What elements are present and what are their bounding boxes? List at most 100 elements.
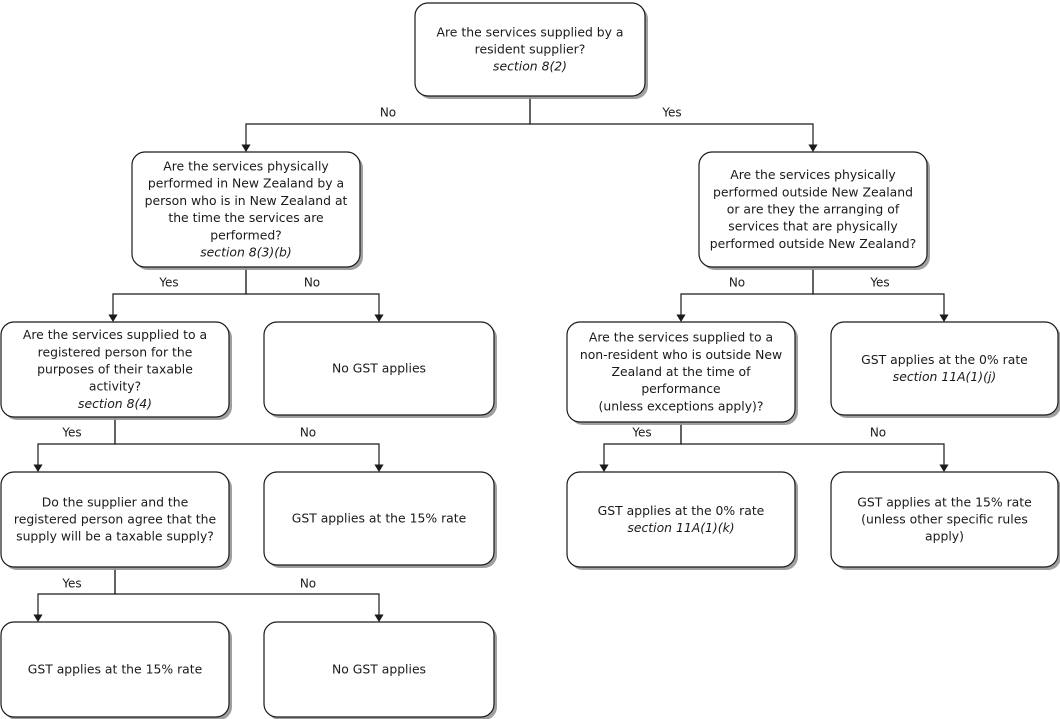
question-performed-outside-new-zealand-box[interactable]: [698, 151, 928, 268]
edge-registered-person-no-label: No: [300, 426, 316, 440]
result-zero-rate-section-11a1k-box[interactable]: [566, 471, 796, 568]
result-no-gst-applies-upper-box[interactable]: [263, 321, 495, 416]
edge-performed-outside-nz-no-line: [680, 267, 814, 316]
result-fifteen-percent-rate-other-rules[interactable]: GST applies at the 15% rate(unless other…: [830, 471, 1060, 570]
question-agree-taxable-supply-line-2: supply will be a taxable supply?: [16, 528, 214, 543]
result-no-gst-applies-upper-line-0: No GST applies: [332, 360, 426, 375]
edge-agree-taxable-supply-yes: Yes: [33, 567, 116, 622]
question-performed-in-new-zealand-text: Are the services physically performed in …: [145, 158, 348, 259]
result-fifteen-percent-rate-middle[interactable]: GST applies at the 15% rate: [263, 471, 497, 568]
question-supplied-to-non-resident-line-3: performance: [641, 381, 720, 396]
result-no-gst-applies-upper-text: No GST applies: [332, 360, 426, 375]
edge-agree-taxable-supply-no-arrowhead: [374, 614, 384, 622]
result-zero-rate-section-11a1j-box[interactable]: [830, 321, 1059, 416]
result-zero-rate-section-11a1j-line-1: section 11A(1)(j): [893, 369, 996, 384]
edge-non-resident-yes-arrowhead: [599, 464, 609, 472]
result-zero-rate-section-11a1j[interactable]: GST applies at the 0% rate section 11A(1)…: [830, 321, 1060, 418]
result-fifteen-percent-rate-other-rules-line-0: GST applies at the 15% rate: [857, 494, 1032, 509]
result-fifteen-percent-rate-bottom-box[interactable]: [0, 621, 230, 718]
question-performed-in-new-zealand-box[interactable]: [131, 151, 361, 268]
question-performed-outside-new-zealand-text: Are the services physically performed out…: [710, 167, 917, 251]
result-no-gst-applies-bottom-box[interactable]: [263, 621, 495, 718]
result-fifteen-percent-rate-middle-text: GST applies at the 15% rate: [292, 510, 467, 525]
edge-non-resident-no-line: [680, 422, 945, 466]
edge-resident-supplier-no-arrowhead: [241, 144, 251, 152]
edge-registered-person-no-arrowhead: [374, 464, 384, 472]
edge-resident-supplier-no-line: [245, 96, 531, 146]
result-zero-rate-section-11a1k[interactable]: GST applies at the 0% rate section 11A(1)…: [566, 471, 798, 570]
question-resident-supplier-line-1: resident supplier?: [475, 41, 586, 56]
question-supplied-to-non-resident-line-2: Zealand at the time of: [612, 364, 752, 379]
edge-registered-person-no: No: [114, 417, 384, 472]
question-resident-supplier[interactable]: Are the services supplied by a resident s…: [414, 2, 648, 99]
edge-registered-person-no-line: [114, 417, 380, 466]
result-zero-rate-section-11a1k-text: GST applies at the 0% rate section 11A(1)…: [598, 502, 765, 534]
result-fifteen-percent-rate-other-rules-text: GST applies at the 15% rate(unless other…: [857, 494, 1032, 543]
question-performed-in-new-zealand-line-4: performed?: [210, 227, 282, 242]
question-performed-in-new-zealand-line-0: Are the services physically: [163, 158, 328, 173]
edge-registered-person-yes-label: Yes: [61, 426, 81, 440]
question-agree-taxable-supply-line-0: Do the supplier and the: [42, 494, 189, 509]
edge-agree-taxable-supply-no: No: [114, 567, 384, 622]
result-fifteen-percent-rate-other-rules-box[interactable]: [830, 471, 1059, 568]
result-fifteen-percent-rate-bottom-line-0: GST applies at the 15% rate: [28, 661, 203, 676]
result-fifteen-percent-rate-bottom[interactable]: GST applies at the 15% rate: [0, 621, 232, 719]
question-agree-taxable-supply-box[interactable]: [0, 471, 230, 568]
question-performed-outside-new-zealand-line-0: Are the services physically: [730, 167, 895, 182]
question-resident-supplier-line-0: Are the services supplied by a: [437, 24, 624, 39]
question-agree-taxable-supply-line-1: registered person agree that the: [14, 511, 216, 526]
result-fifteen-percent-rate-middle-line-0: GST applies at the 15% rate: [292, 510, 467, 525]
result-fifteen-percent-rate-middle-box[interactable]: [263, 471, 495, 566]
question-performed-outside-new-zealand-line-1: performed outside New Zealand: [713, 184, 913, 199]
question-performed-in-new-zealand-line-3: the time the services are: [168, 210, 323, 225]
edge-non-resident-no-arrowhead: [939, 464, 949, 472]
question-supplied-to-registered-person-box[interactable]: [0, 321, 230, 418]
edge-registered-person-yes-arrowhead: [33, 464, 43, 472]
edge-non-resident-yes: Yes: [599, 422, 682, 472]
edge-performed-in-nz-no-label: No: [304, 276, 320, 290]
edge-resident-supplier-yes-line: [529, 96, 814, 146]
edge-performed-in-nz-no-arrowhead: [374, 314, 384, 322]
question-performed-in-new-zealand[interactable]: Are the services physically performed in …: [131, 151, 363, 270]
edge-resident-supplier-no: No: [241, 96, 531, 152]
edge-agree-taxable-supply-no-label: No: [300, 577, 316, 591]
question-resident-supplier-box[interactable]: [414, 2, 646, 97]
edge-performed-outside-nz-yes-label: Yes: [869, 276, 889, 290]
question-supplied-to-registered-person-line-1: registered person for the: [38, 344, 193, 359]
question-supplied-to-registered-person-line-3: activity?: [89, 378, 141, 393]
question-resident-supplier-text: Are the services supplied by a resident s…: [437, 24, 624, 73]
question-supplied-to-non-resident-line-4: (unless exceptions apply)?: [599, 398, 764, 413]
question-performed-in-new-zealand-line-1: performed in New Zealand by a: [148, 175, 344, 190]
edge-resident-supplier-yes-arrowhead: [808, 144, 818, 152]
result-no-gst-applies-bottom-text: No GST applies: [332, 661, 426, 676]
edge-agree-taxable-supply-yes-line: [37, 567, 116, 616]
question-performed-outside-new-zealand[interactable]: Are the services physically performed out…: [698, 151, 930, 270]
edge-resident-supplier-no-label: No: [380, 106, 396, 120]
result-zero-rate-section-11a1j-text: GST applies at the 0% rate section 11A(1)…: [861, 351, 1028, 383]
result-zero-rate-section-11a1k-line-0: GST applies at the 0% rate: [598, 502, 765, 517]
result-no-gst-applies-bottom[interactable]: No GST applies: [263, 621, 497, 719]
edge-performed-outside-nz-no-arrowhead: [676, 314, 686, 322]
result-fifteen-percent-rate-bottom-text: GST applies at the 15% rate: [28, 661, 203, 676]
edge-performed-outside-nz-yes-line: [812, 267, 945, 316]
edge-non-resident-yes-label: Yes: [631, 426, 651, 440]
question-performed-in-new-zealand-line-5: section 8(3)(b): [200, 244, 292, 259]
result-zero-rate-section-11a1j-line-0: GST applies at the 0% rate: [861, 351, 1028, 366]
edge-resident-supplier-yes: Yes: [529, 96, 818, 152]
question-agree-taxable-supply[interactable]: Do the supplier and the registered person…: [0, 471, 232, 570]
edge-performed-outside-nz-no-label: No: [729, 276, 745, 290]
edge-resident-supplier-yes-label: Yes: [661, 106, 681, 120]
question-supplied-to-non-resident-line-0: Are the services supplied to a: [589, 329, 773, 344]
result-no-gst-applies-upper[interactable]: No GST applies: [263, 321, 497, 418]
question-supplied-to-registered-person-line-4: section 8(4): [78, 395, 152, 410]
question-supplied-to-non-resident-box[interactable]: [566, 321, 796, 423]
result-zero-rate-section-11a1k-line-1: section 11A(1)(k): [627, 520, 734, 535]
edge-registered-person-yes: Yes: [33, 417, 116, 472]
